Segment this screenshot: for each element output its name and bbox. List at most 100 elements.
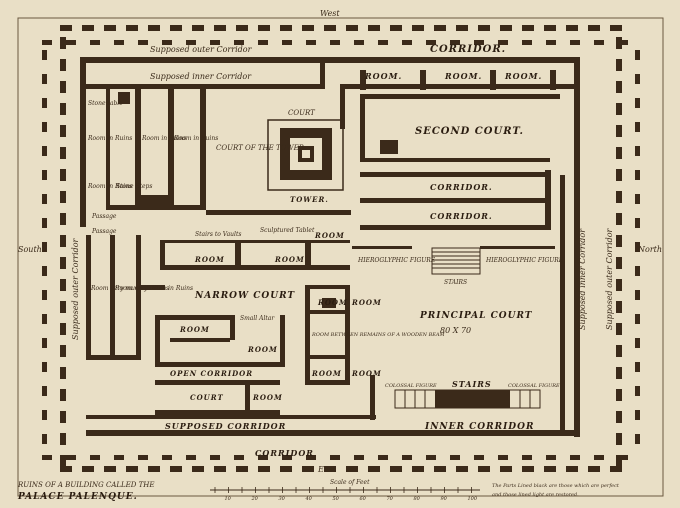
label-room-2: ROOM. xyxy=(444,71,482,81)
outer-wall-dash xyxy=(588,25,600,31)
label-room-c3: ROOM xyxy=(317,298,348,307)
pier-dash xyxy=(42,338,47,348)
outer-wall-dash xyxy=(610,25,622,31)
label-room-in-ruins-a: Room in Ruins xyxy=(87,135,132,142)
colossal-figure-strip xyxy=(394,389,541,409)
label-court-low: COURT xyxy=(190,393,224,402)
label-supposed-corridor: SUPPOSED CORRIDOR xyxy=(165,421,286,431)
pier-dash xyxy=(90,40,100,45)
label-room-c2: ROOM xyxy=(247,345,278,354)
tower xyxy=(267,119,344,191)
pier-dash xyxy=(42,266,47,276)
label-outer-corridor-top: Supposed outer Corridor xyxy=(150,45,253,54)
outer-wall-dash xyxy=(368,25,380,31)
outer-wall-dash xyxy=(324,25,336,31)
pier-dash xyxy=(635,362,640,372)
outer-wall-dash xyxy=(616,323,622,335)
outer-wall-dash xyxy=(60,466,72,472)
outer-wall-dash xyxy=(192,466,204,472)
outer-wall-dash xyxy=(60,125,66,137)
outer-wall-dash xyxy=(616,455,622,466)
label-hieroglyphic-right: HIEROGLYPHIC FIGURE xyxy=(485,257,564,264)
pier-dash xyxy=(635,266,640,276)
outer-wall-dash xyxy=(434,466,446,472)
pier-dash xyxy=(594,40,604,45)
pier-dash xyxy=(90,455,100,460)
outer-wall-dash xyxy=(616,103,622,115)
label-court-small: COURT xyxy=(288,109,316,117)
label-corridor-mid-2: CORRIDOR. xyxy=(430,211,493,221)
pier-dash xyxy=(42,410,47,420)
label-outer-corridor-right: Supposed outer Corridor xyxy=(605,227,614,330)
label-passage-1: Passage xyxy=(91,213,117,220)
pier-dash xyxy=(210,40,220,45)
outer-wall-dash xyxy=(60,147,66,159)
pier-dash xyxy=(114,455,124,460)
pier-dash xyxy=(474,40,484,45)
label-small-altar: Small Altar xyxy=(240,315,275,322)
pier-dash xyxy=(210,455,220,460)
outer-wall-dash xyxy=(412,25,424,31)
outer-wall-dash xyxy=(60,191,66,203)
pier-dash xyxy=(162,455,172,460)
outer-wall-dash xyxy=(82,25,94,31)
label-narrow-court: NARROW COURT xyxy=(194,291,295,301)
label-room-c1: ROOM xyxy=(179,325,210,334)
outer-wall-dash xyxy=(236,25,248,31)
pier-dash xyxy=(138,40,148,45)
outer-wall-dash xyxy=(456,466,468,472)
label-room-in-ruins-d: Room in Ruins xyxy=(87,183,132,190)
label-room-c5: ROOM xyxy=(311,369,342,378)
note-line-1: The Parts Lined black are those which ar… xyxy=(492,483,620,489)
outer-wall-dash xyxy=(522,466,534,472)
scale-tick-label: 50 xyxy=(333,496,340,502)
label-room-b2: ROOM xyxy=(274,255,305,264)
pier-dash xyxy=(162,40,172,45)
pier-dash xyxy=(42,122,47,132)
pier-dash xyxy=(42,98,47,108)
pier-dash xyxy=(498,455,508,460)
pier-dash xyxy=(635,242,640,252)
pier-dash xyxy=(635,290,640,300)
stairs-top-steps xyxy=(431,247,481,275)
pier-dash xyxy=(546,455,556,460)
outer-wall-dash xyxy=(616,213,622,225)
pier-dash xyxy=(635,434,640,444)
pier-dash xyxy=(450,455,460,460)
label-tower: TOWER. xyxy=(290,195,329,204)
label-corridor-mid-1: CORRIDOR. xyxy=(430,182,493,192)
outer-wall-dash xyxy=(616,59,622,71)
label-room-in-ruins-c: Room in Ruins xyxy=(173,135,218,142)
label-colossal-right: COLOSSAL FIGURE xyxy=(508,383,560,389)
pier-dash xyxy=(450,40,460,45)
outer-wall-dash xyxy=(192,25,204,31)
outer-wall-dash xyxy=(60,59,66,71)
pier-dash xyxy=(402,40,412,45)
label-corridor-top: CORRIDOR. xyxy=(430,44,506,55)
outer-wall-dash xyxy=(60,169,66,181)
pier-dash xyxy=(426,40,436,45)
outer-wall-dash xyxy=(478,25,490,31)
compass-west: West xyxy=(320,9,340,18)
outer-wall-dash xyxy=(616,367,622,379)
caption-block: RUINS OF A BUILDING CALLED THE PALACE PA… xyxy=(17,479,620,502)
pier-dash xyxy=(522,40,532,45)
label-stairs-vaults: Stairs to Vaults xyxy=(195,231,241,238)
outer-wall-dash xyxy=(544,25,556,31)
scale-label: Scale of Feet xyxy=(330,479,370,486)
outer-wall-dash xyxy=(236,466,248,472)
pier-dash xyxy=(635,218,640,228)
outer-wall-dash xyxy=(60,257,66,269)
outer-wall-dash xyxy=(616,235,622,247)
outer-wall-dash xyxy=(60,103,66,115)
outer-wall-dash xyxy=(390,466,402,472)
pier-dash xyxy=(42,194,47,204)
pier-dash xyxy=(635,386,640,396)
outer-wall-dash xyxy=(616,81,622,93)
pier-dash xyxy=(66,40,76,45)
pier-dash xyxy=(42,290,47,300)
label-sculptured-tablet: Sculptured Tablet xyxy=(260,227,315,234)
outer-wall-dash xyxy=(60,411,66,423)
outer-wall-dash xyxy=(500,466,512,472)
